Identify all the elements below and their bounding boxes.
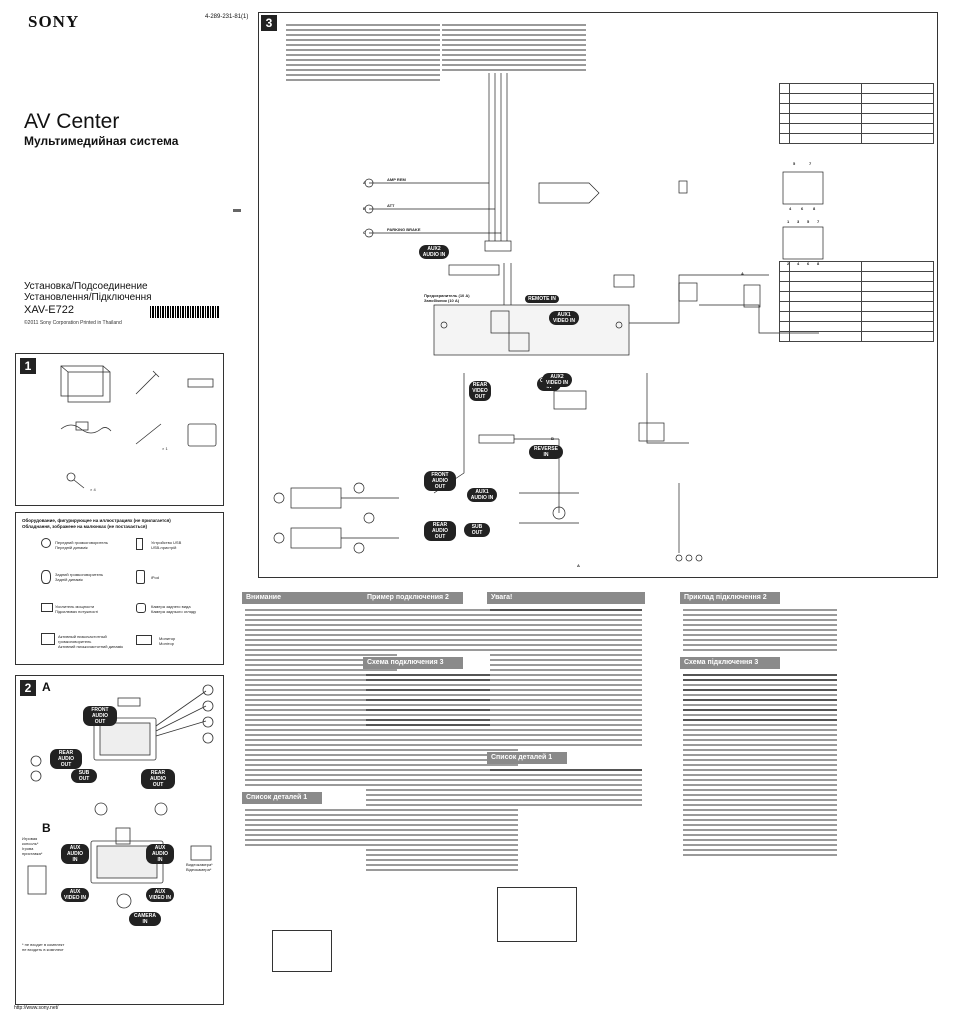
section-1-parts: 1 × 1 × 4 — [15, 353, 224, 506]
column-warning-ru: Внимание Список деталей 1 — [242, 592, 400, 1002]
pin-table-top — [779, 83, 934, 144]
section-3-wiring-diagram: 3 — [258, 12, 938, 578]
usb-device-icon — [136, 538, 143, 550]
column-warning-ua: Увага! Список деталей 1 — [487, 592, 645, 1002]
sony-logo: SONY — [28, 12, 80, 31]
subtitle: Установка/Подсоединение Установлення/Під… — [24, 281, 152, 303]
rear-speaker-icon — [41, 570, 51, 584]
amplifier-icon — [41, 603, 53, 612]
section-number: 1 — [20, 358, 36, 374]
speaker-icon — [41, 538, 51, 548]
fold-mark — [233, 209, 241, 212]
copyright: ©2011 Sony Corporation Printed in Thaila… — [24, 320, 122, 326]
monitor-icon — [136, 635, 152, 645]
page-title: AV Center — [24, 110, 120, 133]
pin-table-bottom — [779, 261, 934, 342]
subwoofer-icon — [41, 633, 55, 645]
photo-installation-ua — [497, 887, 577, 942]
section-number: 2 — [20, 680, 36, 696]
barcode — [150, 306, 220, 318]
section-2-connection-example: 2 A B FRONT AUDIO OUT REAR AUDIO OUT SUB… — [15, 675, 224, 1005]
section-number: 3 — [261, 15, 277, 31]
connection-diagram — [27, 684, 214, 909]
ipod-icon — [136, 570, 145, 584]
part-number: 4-289-231-81(1) — [205, 14, 249, 20]
notes-right — [439, 19, 589, 74]
parts-illustration — [60, 365, 217, 489]
column-example-ru: Пример подключения 2 Схема подключения 3 — [363, 592, 521, 1002]
camera-icon — [136, 603, 146, 613]
notes-left — [283, 19, 443, 84]
sony-url[interactable]: http://www.sony.net/ — [14, 1005, 59, 1011]
model-number: XAV-E722 — [24, 304, 74, 316]
column-example-ua: Приклад підключення 2 Схема підключення … — [680, 592, 840, 1002]
wiring-schematic — [273, 73, 824, 562]
photo-installation — [272, 930, 332, 972]
page-title-ru: Мультимедийная система — [24, 134, 179, 148]
equipment-legend: Оборудование, фигурирующее на иллюстраци… — [15, 512, 224, 665]
